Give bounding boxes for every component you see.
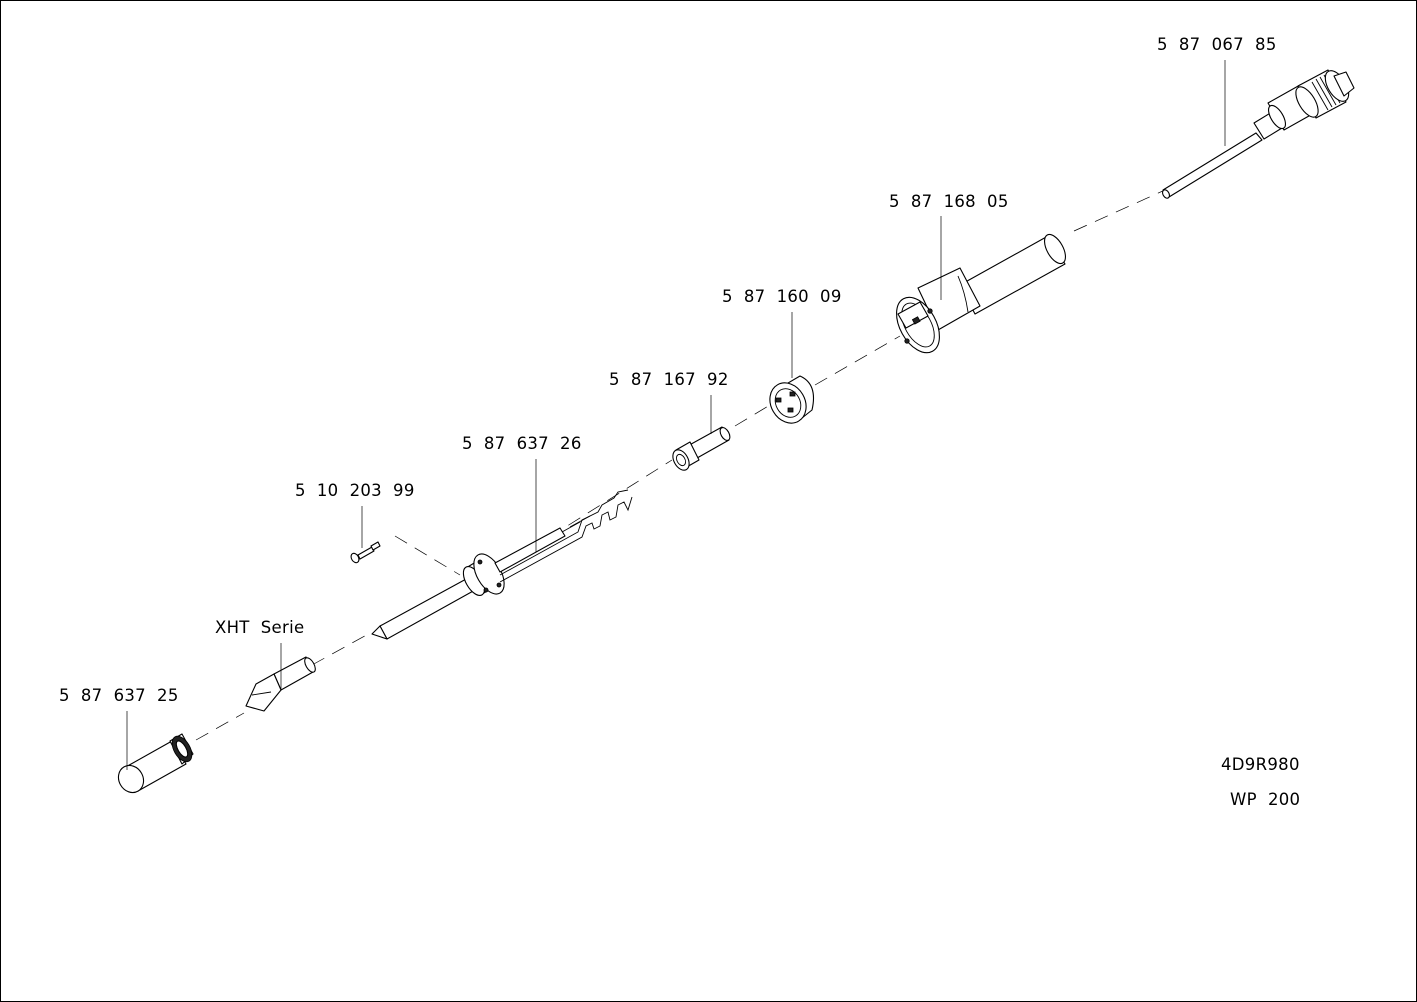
part-number-tip-nut: 5 87 637 25 xyxy=(59,686,179,705)
ring-nut-part xyxy=(769,375,815,424)
model-name: WP 200 xyxy=(1230,790,1301,809)
part-number-ring-nut: 5 87 160 09 xyxy=(722,287,842,306)
part-number-heating-element: 5 87 637 26 xyxy=(462,434,582,453)
part-number-cable: 5 87 067 85 xyxy=(1157,35,1277,54)
drawing-code: 4D9R980 xyxy=(1221,755,1300,774)
part-number-handle: 5 87 168 05 xyxy=(889,192,1009,211)
leader-lines xyxy=(126,60,1226,770)
heating-element-part xyxy=(371,489,633,640)
soldering-tip-part xyxy=(245,656,316,712)
tip-series-label: XHT Serie xyxy=(215,618,305,637)
tip-nut-part xyxy=(117,733,194,794)
sleeve-part xyxy=(672,426,731,471)
screw-part xyxy=(350,541,381,564)
part-number-sleeve: 5 87 167 92 xyxy=(609,370,729,389)
part-number-screw: 5 10 203 99 xyxy=(295,481,415,500)
cable-part xyxy=(1161,69,1355,199)
handle-part xyxy=(896,233,1066,354)
